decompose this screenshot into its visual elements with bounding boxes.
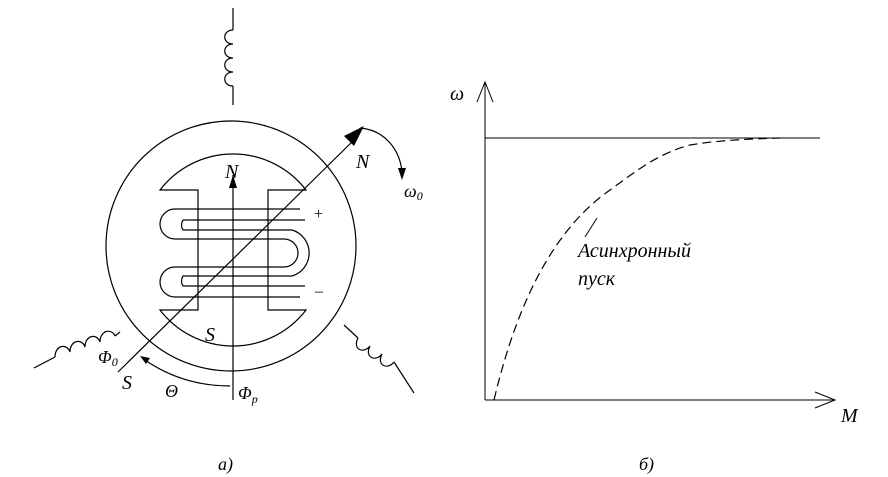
stator-winding-right — [343, 324, 415, 394]
curve-label-leader — [584, 217, 598, 238]
omega0-label: ω0 — [404, 181, 423, 203]
torque-axis — [485, 391, 837, 409]
caption-b: б) — [639, 454, 654, 475]
stator-circle — [105, 120, 357, 372]
curve-label-line2: пуск — [578, 268, 616, 290]
plus-sign: + — [314, 206, 323, 223]
minus-sign: – — [314, 283, 324, 300]
omega-axis — [476, 80, 494, 400]
async-start-curve — [493, 137, 781, 401]
south-pole-label: S — [205, 324, 215, 346]
caption-a: а) — [218, 454, 233, 475]
north-pole-label: N — [224, 161, 240, 183]
phi-p-axis — [229, 175, 237, 400]
rotation-arrow — [359, 127, 406, 180]
diagram-b: ω M Асинхронный пуск б) — [450, 80, 859, 475]
diagram-a: N N S S + – ω0 Φ0 Φр Θ а) — [33, 8, 423, 475]
phip-label: Φр — [238, 383, 258, 406]
phi0-label: Φ0 — [98, 347, 118, 369]
omega-axis-label: ω — [450, 83, 464, 105]
curve-label-line1: Асинхронный — [576, 240, 691, 262]
torque-axis-label: M — [840, 405, 859, 427]
stator-winding-left — [33, 330, 121, 369]
rotor-axis — [117, 126, 364, 373]
rotor-south-label: S — [122, 372, 132, 394]
theta-arc — [140, 356, 231, 387]
theta-label: Θ — [165, 381, 178, 401]
stator-winding-top — [224, 8, 234, 105]
field-winding — [159, 208, 310, 298]
rotor-north-label: N — [355, 151, 371, 173]
